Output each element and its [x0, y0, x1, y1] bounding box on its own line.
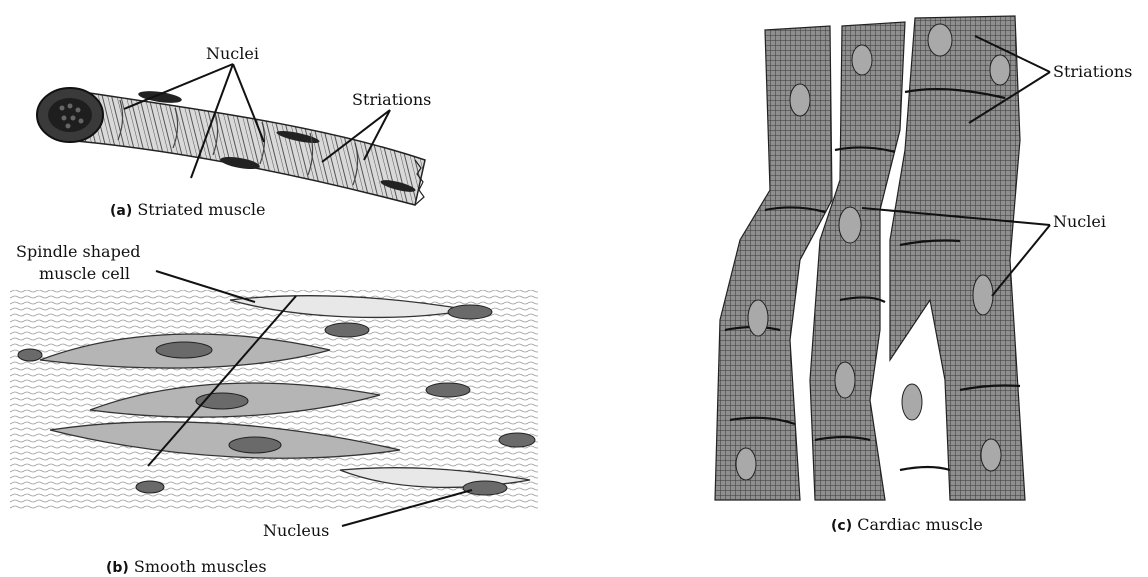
smooth-nucleus	[463, 481, 507, 495]
smooth-nucleus	[426, 383, 470, 397]
cardiac-nucleus	[902, 384, 922, 420]
cardiac-nucleus	[852, 45, 872, 75]
caption-c: (c) Cardiac muscle	[831, 516, 983, 535]
smooth-nucleus	[229, 437, 281, 453]
label-striations-a: Striations	[352, 91, 431, 109]
label-nucleus-b: Nucleus	[263, 522, 329, 540]
caption-b-text: Smooth muscles	[134, 557, 267, 576]
smooth-nucleus	[325, 323, 369, 337]
cardiac-nucleus	[835, 362, 855, 398]
cardiac-nucleus	[928, 24, 952, 56]
label-spindle-line1: Spindle shaped	[16, 243, 141, 261]
cardiac-nucleus	[748, 300, 768, 336]
smooth-nucleus	[18, 349, 42, 361]
label-spindle-line2: muscle cell	[39, 265, 130, 283]
label-striations-c: Striations	[1053, 63, 1132, 81]
caption-b-tag: (b)	[106, 560, 129, 576]
smooth-nucleus	[136, 481, 164, 493]
cardiac-nucleus	[973, 275, 993, 315]
smooth-muscle-tissue	[10, 290, 538, 510]
cardiac-nucleus	[839, 207, 861, 243]
caption-c-text: Cardiac muscle	[857, 515, 983, 534]
smooth-nucleus	[156, 342, 212, 358]
smooth-nucleus	[499, 433, 535, 447]
cardiac-nucleus	[981, 439, 1001, 471]
caption-c-tag: (c)	[831, 518, 852, 534]
cardiac-nucleus	[790, 84, 810, 116]
cardiac-nucleus	[990, 55, 1010, 85]
caption-b: (b) Smooth muscles	[106, 558, 267, 577]
caption-a-text: Striated muscle	[137, 200, 265, 219]
cardiac-nucleus	[736, 448, 756, 480]
cardiac-muscle-tissue	[715, 16, 1025, 500]
cardiac-fibre	[890, 16, 1025, 500]
smooth-nucleus	[448, 305, 492, 319]
label-nuclei-c: Nuclei	[1053, 213, 1106, 231]
label-nuclei-a: Nuclei	[206, 45, 259, 63]
caption-a-tag: (a)	[110, 203, 132, 219]
caption-a: (a) Striated muscle	[110, 201, 266, 220]
